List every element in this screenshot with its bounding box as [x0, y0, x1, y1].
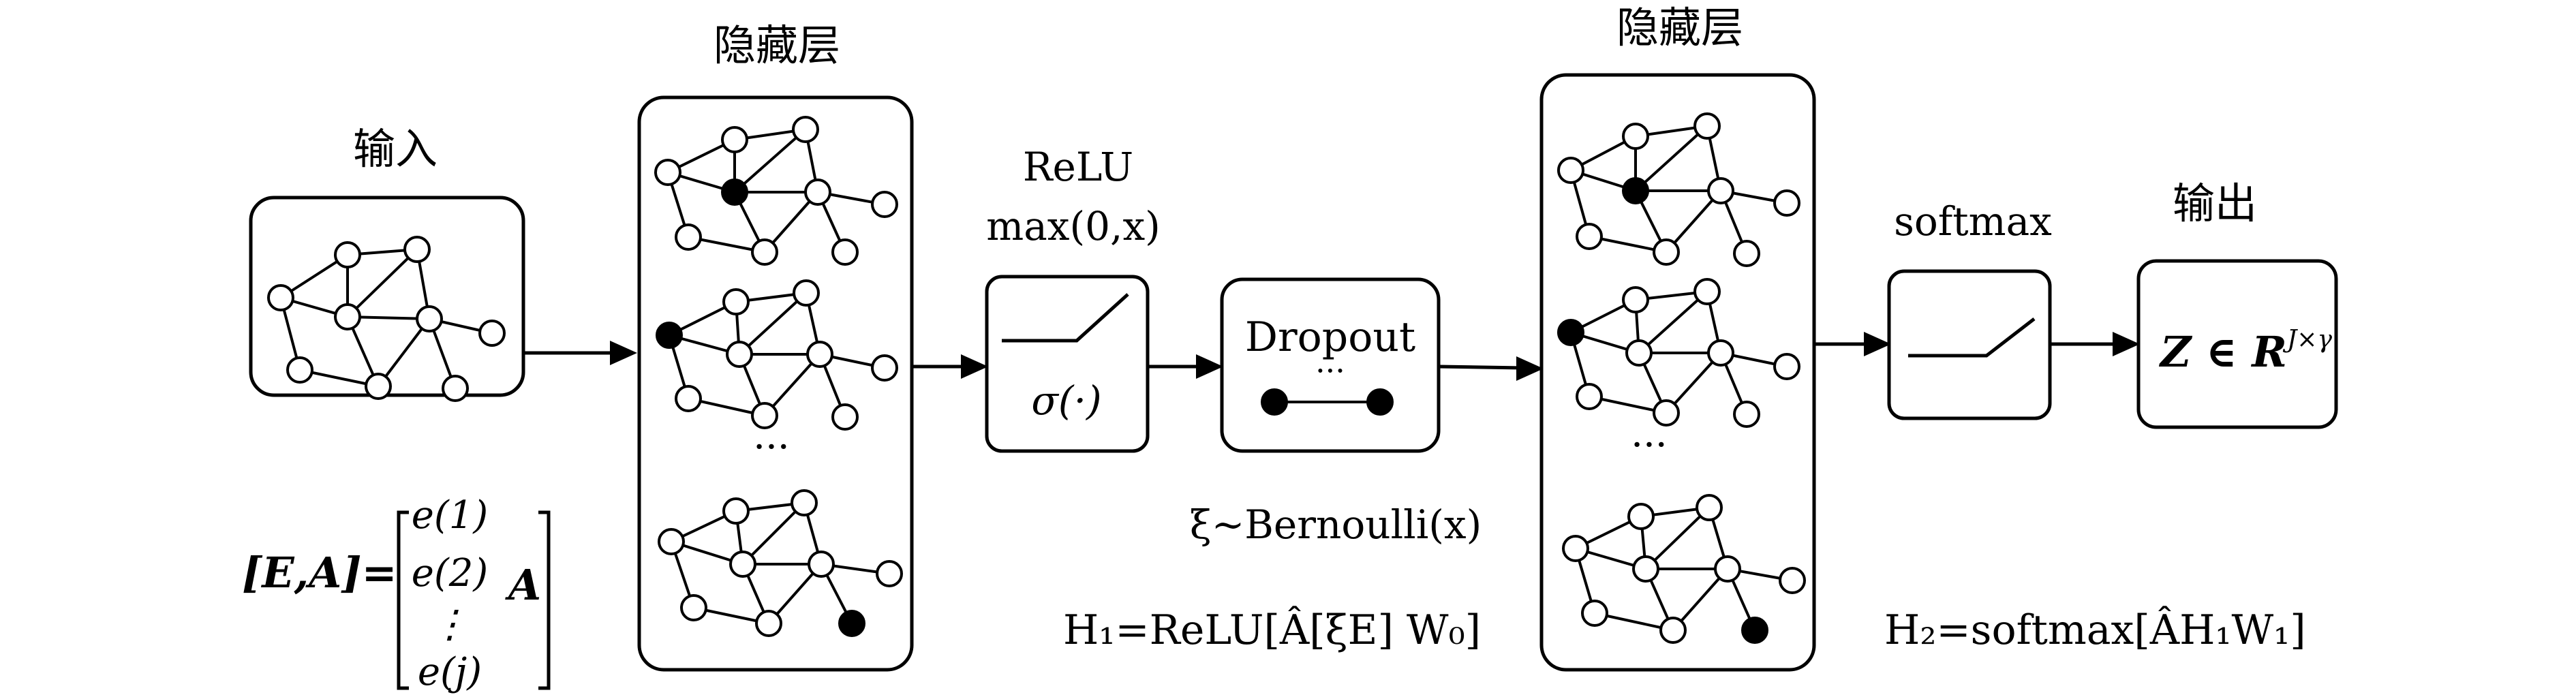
hidden2-box: [1539, 73, 1816, 672]
hidden2-graph-1: [1557, 112, 1800, 267]
relu-box: [985, 275, 1150, 453]
softmax-box: [1887, 269, 2052, 420]
h2-formula: H₂=softmax[ÂH₁W₁]: [1884, 606, 2306, 654]
matrix-a: A: [505, 560, 541, 610]
hidden2-ellipsis: ···: [1631, 423, 1667, 467]
h1-formula: H₁=ReLU[Â[ξE] W₀]: [1063, 606, 1481, 654]
hidden2-graph-2: [1557, 278, 1800, 428]
hidden1-graph-1: [654, 116, 898, 266]
input-graph: [267, 236, 506, 402]
dropout-node-left: [1261, 388, 1288, 416]
output-label: 输出: [2173, 179, 2257, 228]
matrix-row-4: e(j): [418, 650, 482, 694]
dropout-node-right: [1366, 388, 1394, 416]
matrix-row-3: ⋮: [431, 602, 469, 647]
hidden1-graph-2: [656, 279, 898, 431]
output-formula: Z ∈ RJ×γ: [2158, 326, 2332, 377]
input-formula-lhs: [E,A]=: [242, 548, 397, 598]
matrix-left-bracket: [397, 510, 409, 690]
arrow-head-1: [610, 341, 637, 365]
output-box: [2136, 259, 2338, 429]
relu-label: ReLU: [1023, 144, 1133, 190]
matrix-right-bracket: [538, 510, 551, 690]
arrow-head-2: [961, 354, 988, 379]
relu-curve: [1002, 293, 1129, 343]
hidden1-graph-3: [658, 489, 903, 637]
dropout-label: Dropout: [1245, 313, 1415, 361]
bernoulli-label: ξ~Bernoulli(x): [1190, 501, 1482, 548]
relu-formula: max(0,x): [986, 203, 1161, 249]
arrow-head-4: [1516, 356, 1544, 381]
input-label: 输入: [353, 124, 438, 174]
hidden1-ellipsis: ···: [753, 425, 789, 469]
arrow-head-5: [1864, 332, 1891, 356]
hidden2-label: 隐藏层: [1616, 3, 1743, 52]
hidden2-graph-3: [1562, 494, 1806, 644]
matrix-row-1: e(1): [412, 493, 488, 538]
softmax-label: softmax: [1894, 198, 2052, 245]
softmax-curve: [1908, 317, 2036, 358]
matrix-row-2: e(2): [412, 551, 488, 595]
hidden1-box: [637, 95, 914, 672]
arrow-head-6: [2113, 332, 2140, 356]
sigma-label: σ(·): [1031, 377, 1101, 424]
dropout-dots: ···: [1315, 352, 1345, 389]
arrow-dropout-hidden2: [1438, 365, 1524, 370]
arrow-head-3: [1196, 354, 1223, 379]
hidden1-label: 隐藏层: [714, 20, 840, 70]
